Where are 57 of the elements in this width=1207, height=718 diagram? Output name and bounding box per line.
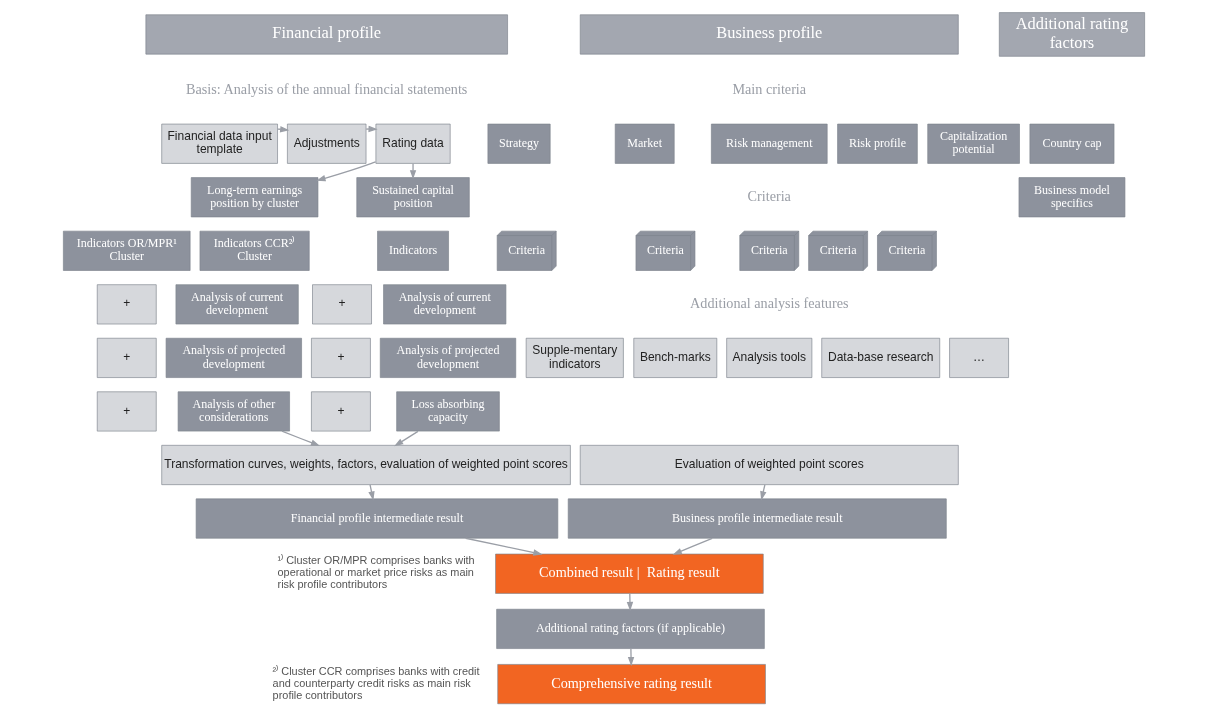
node-box: Business model specifics bbox=[1018, 177, 1125, 218]
node-box: Transformation curves, weights, factors, evaluation of weighted point scores bbox=[160, 445, 571, 485]
node-box: + bbox=[311, 284, 372, 325]
node-box: Risk management bbox=[710, 123, 828, 164]
node-box: Country cap bbox=[1029, 123, 1114, 164]
node-box: + bbox=[310, 337, 371, 378]
node-box: Indicators bbox=[376, 230, 449, 271]
arrow bbox=[393, 430, 419, 447]
node-box: + bbox=[96, 337, 157, 378]
node-box: + bbox=[310, 391, 371, 432]
node-box: Sustained capital position bbox=[355, 177, 470, 218]
node-box: Indicators OR/MPR¹ Cluster bbox=[62, 230, 190, 271]
label: ²⁾ Cluster CCR comprises banks with credit and counterparty credit risks as main risk profile contributors bbox=[272, 664, 479, 701]
node-box: Analysis of current development bbox=[175, 284, 299, 325]
node-box: Analysis tools bbox=[725, 337, 812, 378]
label: Basis: Analysis of the annual financial statements bbox=[185, 80, 467, 97]
node-box: Indicators CCR²⁾ Cluster bbox=[199, 230, 310, 271]
node-box: Data-base research bbox=[820, 337, 940, 378]
node-box: Analysis of current development bbox=[382, 284, 506, 325]
label: Criteria bbox=[747, 187, 791, 204]
node-box: Analysis of projected development bbox=[379, 337, 516, 378]
node-box: Analysis of other considerations bbox=[177, 391, 290, 432]
arrow bbox=[365, 125, 378, 133]
node-box: Additional rating factors bbox=[998, 12, 1145, 57]
node-box: Financial profile bbox=[145, 14, 508, 55]
node-box: Business profile intermediate result bbox=[567, 498, 947, 539]
arrow bbox=[280, 430, 320, 447]
node-box: Business profile bbox=[579, 14, 959, 55]
arrow bbox=[627, 648, 634, 667]
node-box: Analysis of projected development bbox=[165, 337, 302, 378]
node-box: Financial profile intermediate result bbox=[195, 498, 558, 539]
node-box: … bbox=[948, 337, 1009, 378]
node-box: + bbox=[96, 284, 157, 325]
node-box: Capitalization potential bbox=[926, 123, 1020, 164]
node-box: Combined result | Rating result bbox=[494, 553, 764, 594]
arrow bbox=[672, 537, 713, 555]
node-box: + bbox=[96, 391, 157, 432]
node-box: Rating data bbox=[375, 123, 451, 164]
label: Additional analysis features bbox=[689, 295, 848, 312]
node-box: Long-term earnings position by cluster bbox=[190, 177, 318, 218]
node-box: Market bbox=[614, 123, 675, 164]
arrow bbox=[626, 593, 633, 612]
node-box: Additional rating factors (if applicable) bbox=[495, 608, 765, 649]
node-box: Comprehensive rating result bbox=[496, 664, 766, 705]
node-box: Supple-mentary indicators bbox=[525, 337, 624, 378]
node-box: Loss absorbing capacity bbox=[395, 391, 500, 432]
arrow bbox=[315, 161, 376, 182]
node-box: Strategy bbox=[487, 123, 550, 164]
label: ¹⁾ Cluster OR/MPR comprises banks with operational or market price risks as main risk profile contributors bbox=[277, 554, 475, 591]
arrow bbox=[464, 537, 542, 556]
node-box: Evaluation of weighted point scores bbox=[579, 445, 959, 485]
label: Main criteria bbox=[731, 80, 806, 97]
node-box: Bench-marks bbox=[632, 337, 717, 378]
node-box: Adjustments bbox=[286, 123, 366, 164]
node-box: Financial data input template bbox=[160, 123, 278, 164]
node-box: Risk profile bbox=[836, 123, 918, 164]
arrow bbox=[409, 163, 416, 180]
